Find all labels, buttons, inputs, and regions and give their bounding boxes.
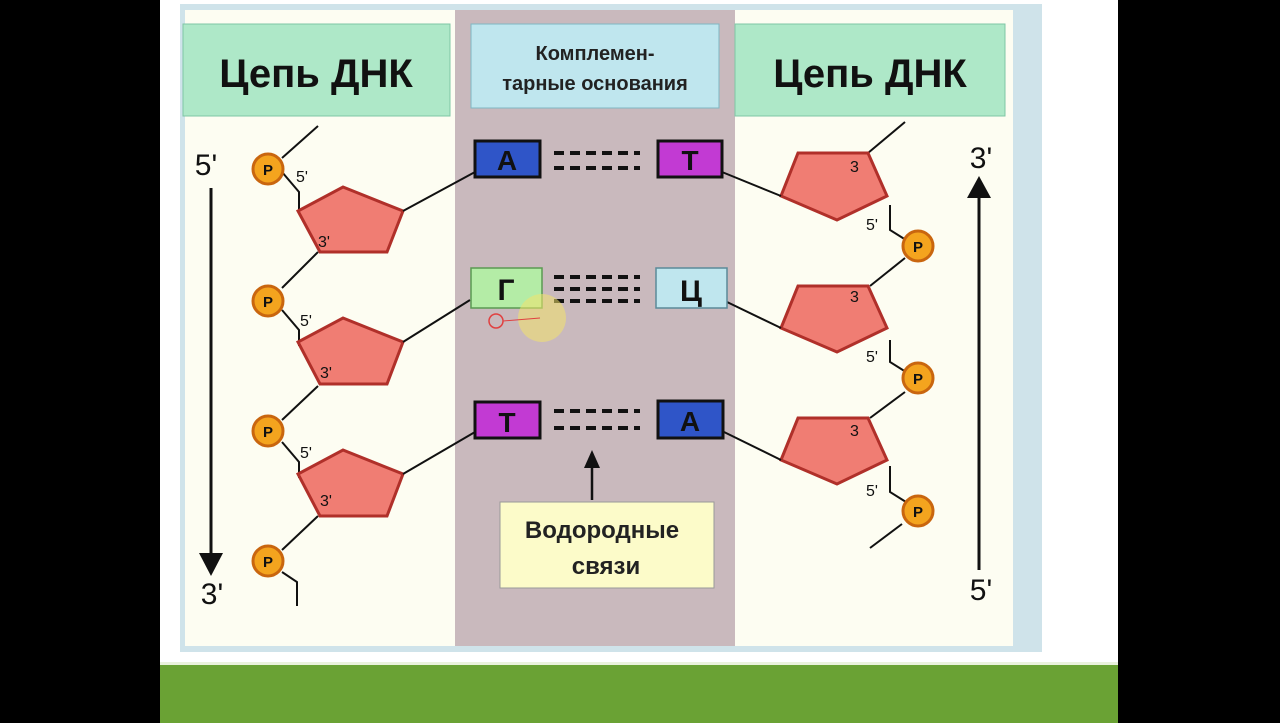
hydrogen-bonds-label-line1: Водородные: [525, 517, 679, 544]
right-c3-label-1: 3: [850, 159, 859, 176]
left-phosphate-2: [251, 284, 285, 318]
base-pair-3-left-letter: Т: [498, 407, 515, 438]
hydrogen-bond-pointer-head: [584, 450, 600, 468]
base-pair-1-left-letter: А: [497, 145, 517, 176]
right-sugar-1: [779, 151, 889, 222]
left-phosphate-4: [251, 544, 285, 578]
bottom-band: [160, 662, 1118, 723]
left-phosphate-label-4: P: [263, 554, 273, 571]
right-phosphate-label-2: P: [913, 371, 923, 388]
right-title: Цепь ДНК: [773, 52, 967, 96]
right-sugar-2: [779, 284, 889, 354]
left-direction-arrowhead: [199, 553, 223, 576]
left-backbone: [281, 125, 319, 606]
left-base-links: [402, 171, 476, 475]
center-title-box: [470, 23, 720, 109]
hydrogen-bonds-label-line2: связи: [572, 553, 640, 580]
left-sugar-2: [295, 316, 405, 386]
hydrogen-bonds-label-box: [499, 501, 715, 589]
right-c5-label-2: 5': [866, 349, 878, 366]
left-phosphate-3: [251, 414, 285, 448]
right-backbone: [867, 121, 907, 549]
right-c3-label-3: 3: [850, 423, 859, 440]
left-top-end: 5': [195, 149, 217, 182]
left-phosphate-label-2: P: [263, 294, 273, 311]
right-base-links: [721, 171, 782, 461]
left-c5-label-2: 5': [300, 313, 312, 330]
base-cytosine-right: [655, 267, 728, 309]
right-c5-label-1: 5': [866, 217, 878, 234]
left-phosphate-label-3: P: [263, 424, 273, 441]
right-c3-label-2: 3: [850, 289, 859, 306]
right-title-box: [734, 23, 1006, 117]
right-sugar-3: [779, 416, 889, 486]
base-adenine-right: [656, 399, 725, 440]
left-c3-label-1: 3': [318, 234, 330, 251]
right-top-end: 3': [970, 142, 992, 175]
right-phosphate-label-1: P: [913, 239, 923, 256]
right-phosphate-label-3: P: [913, 504, 923, 521]
right-c5-label-3: 5': [866, 483, 878, 500]
base-pair-1-right-letter: Т: [681, 145, 698, 176]
right-phosphate-3: [901, 494, 935, 528]
cursor-line: [502, 317, 541, 322]
base-thymine-left: [473, 400, 542, 440]
right-bottom-end: 5': [970, 574, 992, 607]
left-phosphate-label-1: P: [263, 162, 273, 179]
left-phosphate-1: [251, 152, 285, 186]
left-title-box: [182, 23, 451, 117]
center-title-line2: тарные основания: [502, 73, 688, 95]
left-c5-label-3: 5': [300, 445, 312, 462]
hydrogen-bonds-3: [554, 409, 640, 430]
left-phosphates: [251, 152, 285, 578]
base-pair-2-left-letter: Г: [497, 274, 514, 307]
base-pair-3-right-letter: А: [680, 406, 700, 437]
base-pair-2-right-letter: Ц: [680, 275, 702, 308]
right-phosphate-1: [901, 229, 935, 263]
right-phosphates: [901, 229, 935, 528]
right-sugars: [779, 151, 889, 486]
base-thymine-right: [656, 139, 724, 179]
hydrogen-bonds-2: [554, 275, 640, 303]
left-c5-label-1: 5': [296, 169, 308, 186]
base-adenine-left: [473, 139, 542, 179]
left-title: Цепь ДНК: [219, 52, 413, 96]
right-phosphate-2: [901, 361, 935, 395]
left-sugar-3: [295, 448, 405, 518]
left-sugars: [295, 185, 405, 518]
cursor-highlight: [518, 294, 566, 342]
center-title-line1: Комплемен-: [536, 43, 655, 65]
hydrogen-bonds-1: [554, 151, 640, 170]
left-sugar-1: [295, 185, 405, 254]
left-bottom-end: 3': [201, 578, 223, 611]
left-c3-label-2: 3': [320, 365, 332, 382]
right-direction-arrowhead: [967, 176, 991, 198]
left-c3-label-3: 3': [320, 493, 332, 510]
